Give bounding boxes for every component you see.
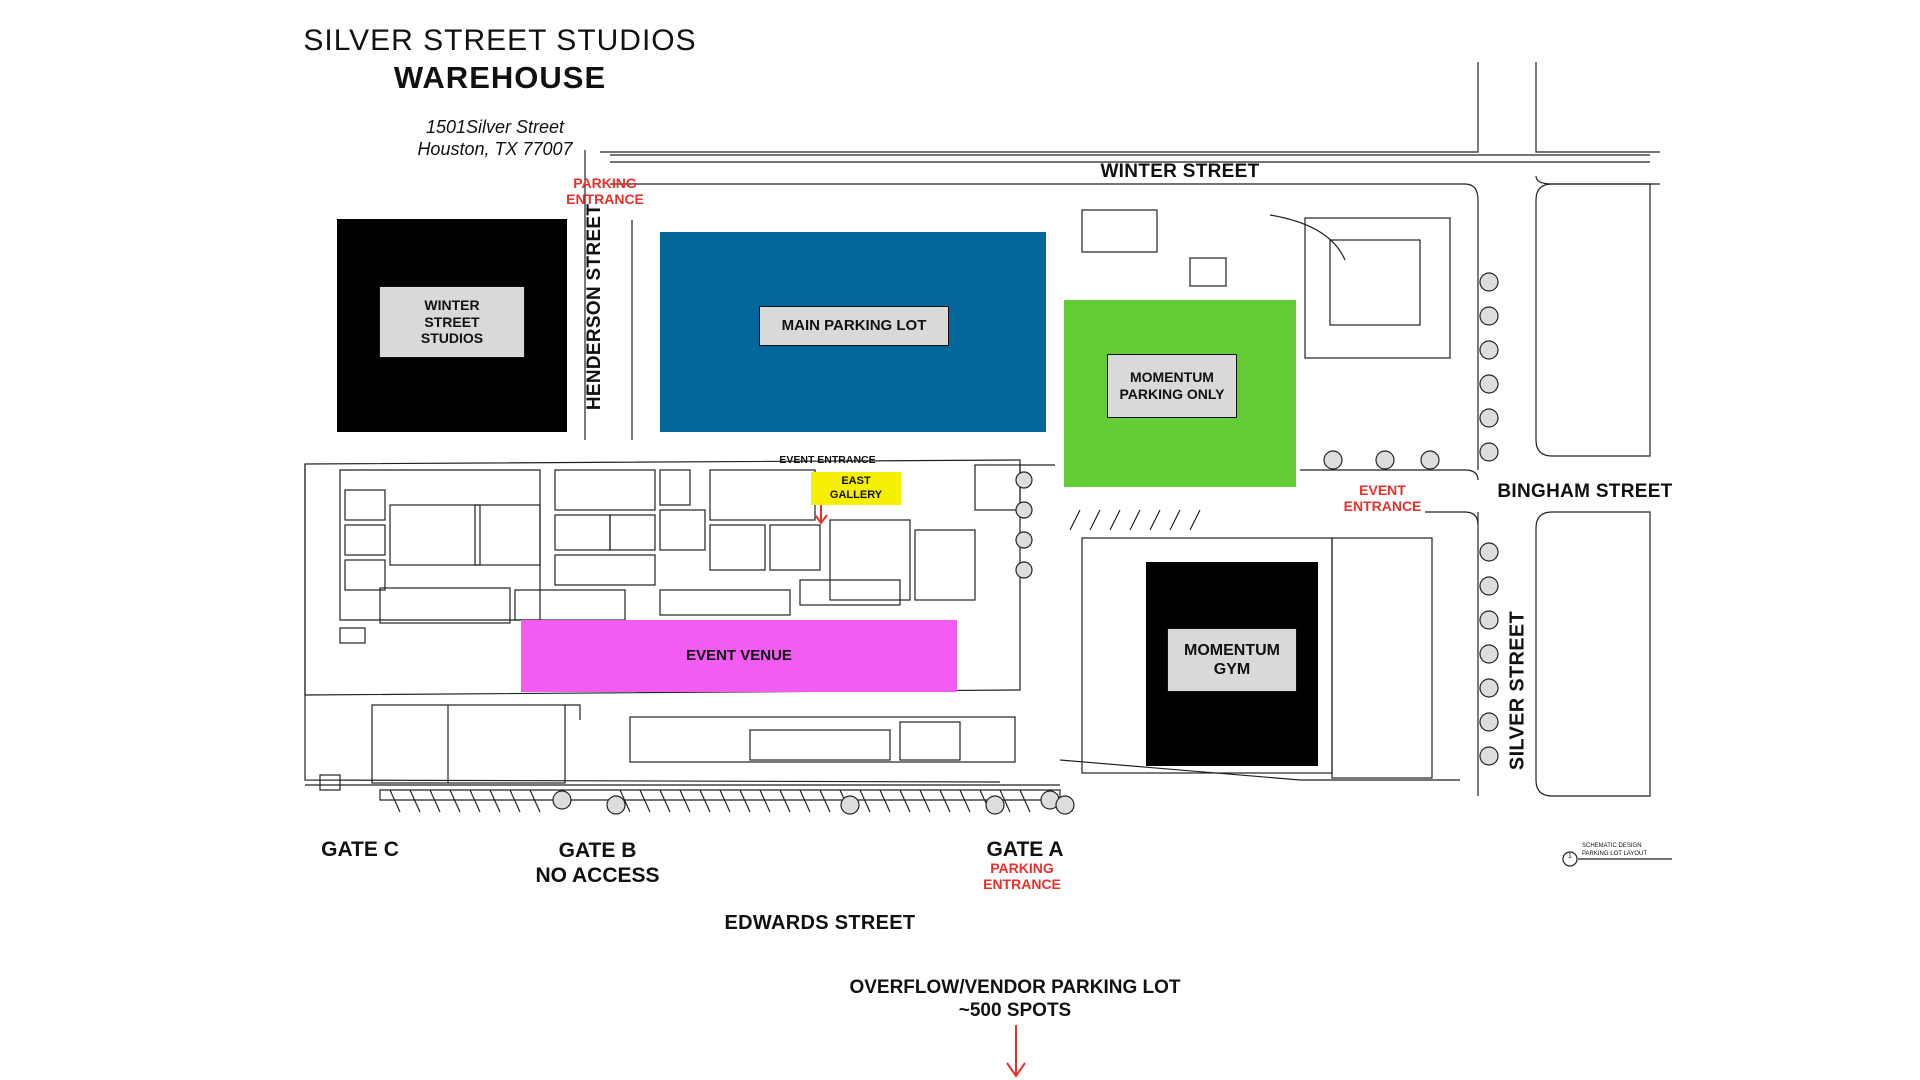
momentum-parking-label: MOMENTUM PARKING ONLY — [1107, 354, 1237, 418]
address-line-1: 1501Silver Street — [425, 117, 565, 137]
gate-c: GATE C — [321, 838, 399, 861]
winter-street-studios-building: WINTER STREET STUDIOS — [337, 219, 567, 432]
parking-entrance-top: PARKING ENTRANCE — [566, 175, 644, 208]
overflow-parking-spots: ~500 SPOTS — [958, 1000, 1072, 1021]
street-edwards: EDWARDS STREET — [724, 912, 916, 934]
sheet-note-line-2: PARKING LOT LAYOUT — [1582, 851, 1648, 857]
east-gallery: EAST GALLERY — [811, 472, 901, 505]
address-line-2: Houston, TX 77007 — [417, 139, 573, 159]
overflow-parking-label: OVERFLOW/VENDOR PARKING LOT — [849, 977, 1181, 998]
street-henderson: HENDERSON STREET — [584, 203, 606, 411]
event-entrance-top: EVENT ENTRANCE — [779, 454, 876, 466]
momentum-parking-area: MOMENTUM PARKING ONLY — [1064, 300, 1296, 487]
event-venue: EVENT VENUE — [521, 620, 957, 692]
main-parking-lot: MAIN PARKING LOT — [660, 232, 1046, 432]
sheet-note-number: 1 — [1568, 853, 1572, 860]
sheet-note-line-1: SCHEMATIC DESIGN — [1582, 843, 1642, 849]
gate-a: GATE A — [986, 838, 1064, 861]
main-parking-lot-label: MAIN PARKING LOT — [759, 306, 949, 346]
momentum-gym-building: MOMENTUM GYM — [1146, 562, 1318, 766]
event-entrance-right: EVENT ENTRANCE — [1343, 482, 1422, 515]
gate-b: GATE B — [558, 839, 637, 862]
map-subtitle: WAREHOUSE — [393, 60, 607, 95]
momentum-gym-label: MOMENTUM GYM — [1167, 628, 1297, 692]
winter-street-studios-label: WINTER STREET STUDIOS — [379, 286, 525, 358]
gate-b-note: NO ACCESS — [535, 864, 660, 887]
parking-entrance-gate-a: PARKING ENTRANCE — [983, 860, 1061, 893]
street-silver: SILVER STREET — [1506, 610, 1529, 771]
street-bingham: BINGHAM STREET — [1497, 481, 1673, 502]
street-winter: WINTER STREET — [1100, 161, 1260, 182]
map-title: SILVER STREET STUDIOS — [303, 24, 697, 57]
